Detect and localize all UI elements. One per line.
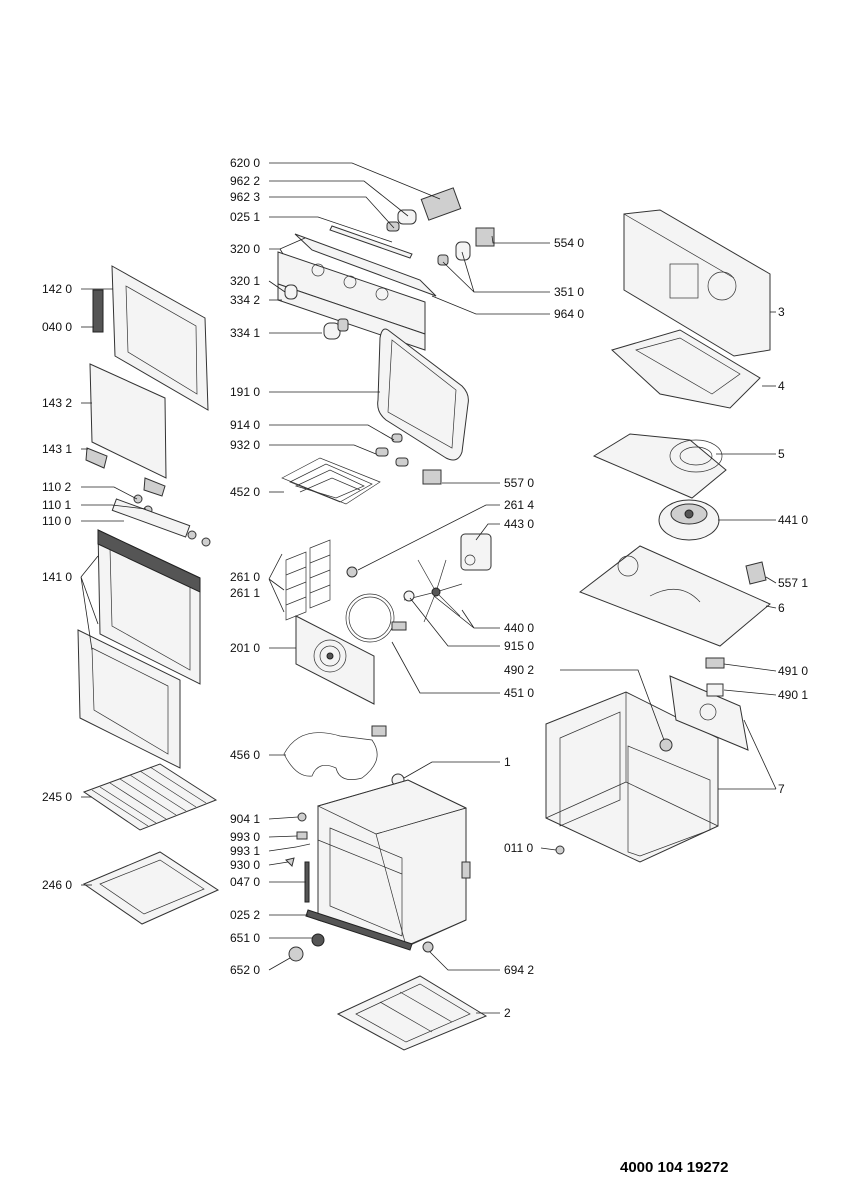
label-964-0: 964 0	[554, 307, 584, 321]
part-drawings	[77, 187, 771, 1051]
label-246-0: 246 0	[42, 878, 72, 892]
label-993-0: 993 0	[230, 830, 260, 844]
label-351-0: 351 0	[554, 285, 584, 299]
label-2: 2	[504, 1006, 511, 1020]
upper-door	[85, 265, 209, 497]
label-557-1: 557 1	[778, 576, 808, 590]
label-261-4: 261 4	[504, 498, 534, 512]
label-143-1: 143 1	[42, 442, 72, 456]
label-110-2: 110 2	[42, 480, 71, 494]
fan-motor-assembly	[345, 533, 492, 643]
label-491-0: 491 0	[778, 664, 808, 678]
oven-cavity	[305, 779, 471, 951]
label-651-0: 651 0	[230, 931, 260, 945]
grill-element	[281, 433, 442, 505]
label-3: 3	[778, 305, 785, 319]
label-334-2: 334 2	[230, 293, 260, 307]
label-1: 1	[504, 755, 511, 769]
part-labels: 620 0 962 2 962 3 025 1 320 0 320 1 334 …	[42, 156, 808, 1020]
label-320-0: 320 0	[230, 242, 260, 256]
label-110-0: 110 0	[42, 514, 71, 528]
label-025-1: 025 1	[230, 210, 260, 224]
label-620-0: 620 0	[230, 156, 260, 170]
label-904-1: 904 1	[230, 812, 260, 826]
label-915-0: 915 0	[504, 639, 534, 653]
leader-lines	[80, 162, 777, 1014]
rear-fan-cover	[295, 615, 375, 705]
lower-door	[77, 494, 211, 769]
fan-duct	[592, 433, 727, 499]
label-141-0: 141 0	[42, 570, 72, 584]
label-143-2: 143 2	[42, 396, 72, 410]
label-930-0: 930 0	[230, 858, 260, 872]
cover-tray	[611, 329, 761, 409]
label-334-1: 334 1	[230, 326, 260, 340]
document-number: 4000 104 19272	[620, 1159, 728, 1176]
label-962-2: 962 2	[230, 174, 260, 188]
label-452-0: 452 0	[230, 485, 260, 499]
top-cover	[623, 209, 771, 357]
label-694-2: 694 2	[504, 963, 534, 977]
door-gasket	[377, 328, 469, 461]
label-201-0: 201 0	[230, 641, 260, 655]
label-557-0: 557 0	[504, 476, 534, 490]
label-245-0: 245 0	[42, 790, 72, 804]
label-025-2: 025 2	[230, 908, 260, 922]
label-554-0: 554 0	[554, 236, 584, 250]
label-490-2: 490 2	[504, 663, 534, 677]
wire-shelf	[82, 763, 218, 831]
label-191-0: 191 0	[230, 385, 260, 399]
label-142-0: 142 0	[42, 282, 72, 296]
baking-tray	[82, 851, 220, 925]
label-451-0: 451 0	[504, 686, 534, 700]
baffle-plate	[578, 545, 771, 647]
label-962-3: 962 3	[230, 190, 260, 204]
bottom-element	[283, 725, 387, 780]
label-047-0: 047 0	[230, 875, 260, 889]
cooling-fan	[658, 499, 720, 541]
knobs	[288, 933, 434, 962]
label-261-1: 261 1	[230, 586, 260, 600]
label-320-1: 320 1	[230, 274, 260, 288]
side-panel-parts	[669, 657, 749, 751]
label-110-1: 110 1	[42, 498, 71, 512]
label-456-0: 456 0	[230, 748, 260, 762]
base-plate	[336, 975, 488, 1051]
label-440-0: 440 0	[504, 621, 534, 635]
label-490-1: 490 1	[778, 688, 808, 702]
label-993-1: 993 1	[230, 844, 260, 858]
label-4: 4	[778, 379, 785, 393]
label-7: 7	[778, 782, 785, 796]
label-441-0: 441 0	[778, 513, 808, 527]
label-5: 5	[778, 447, 785, 461]
outer-housing	[545, 691, 719, 863]
side-rails	[285, 539, 331, 621]
label-6: 6	[778, 601, 785, 615]
label-443-0: 443 0	[504, 517, 534, 531]
label-932-0: 932 0	[230, 438, 260, 452]
label-040-0: 040 0	[42, 320, 72, 334]
control-panel-assembly	[277, 187, 495, 351]
label-011-0: 011 0	[504, 841, 533, 855]
label-652-0: 652 0	[230, 963, 260, 977]
label-261-0: 261 0	[230, 570, 260, 584]
label-914-0: 914 0	[230, 418, 260, 432]
